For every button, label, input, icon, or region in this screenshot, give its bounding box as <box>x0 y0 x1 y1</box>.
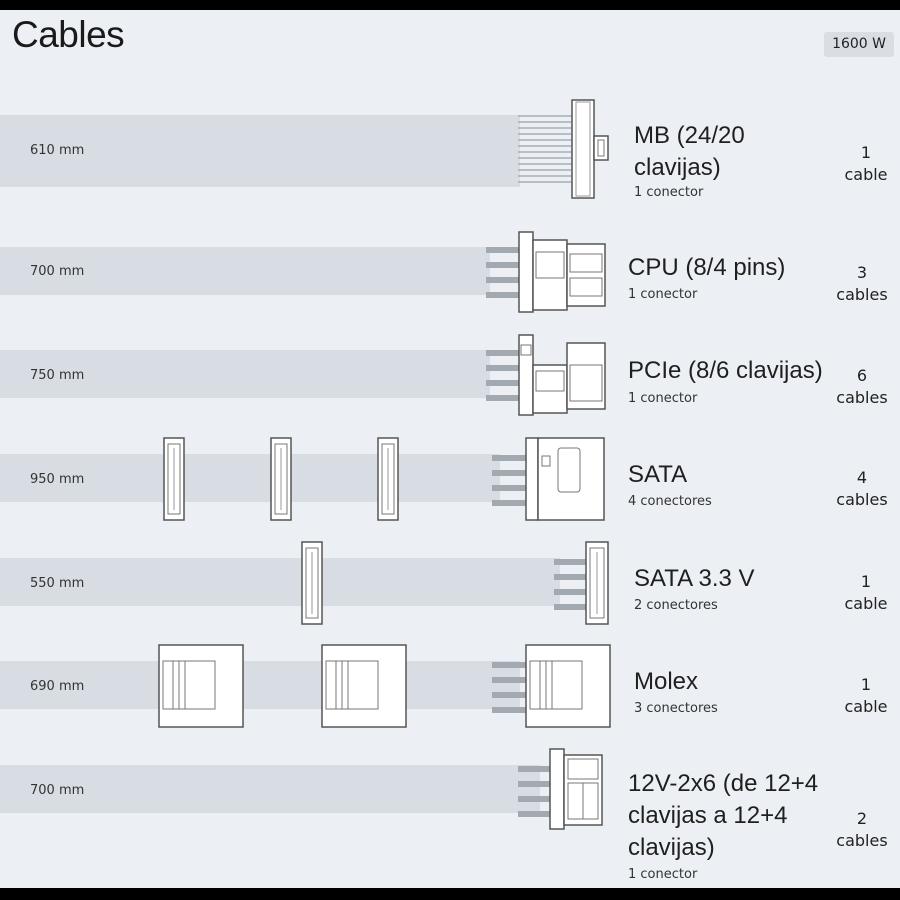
sata-inline-connector-icon <box>163 437 185 521</box>
connector-count: 2 conectores <box>634 598 718 613</box>
cable-row-mb: 610 mm MB (24/20 clavijas) 1 conector 1 … <box>0 99 900 222</box>
sata-inline-connector-icon <box>270 437 292 521</box>
cable-band <box>0 558 560 606</box>
cable-count-number: 1 <box>860 572 872 591</box>
connector-count: 1 conector <box>628 867 698 882</box>
cable-count-unit: cable <box>844 165 888 184</box>
connector-count: 3 conectores <box>634 701 718 716</box>
cable-count-number: 1 <box>860 143 872 162</box>
cable-count-number: 6 <box>856 366 868 385</box>
molex-inline-connector-icon <box>321 644 407 728</box>
cable-length: 550 mm <box>30 576 85 591</box>
pcie-connector-icon <box>486 334 606 416</box>
sata-inline-connector-icon <box>377 437 399 521</box>
cable-count: 6 cables <box>827 365 897 409</box>
cable-count-number: 4 <box>856 468 868 487</box>
connector-count: 1 conector <box>634 185 704 200</box>
page-title: Cables <box>12 14 125 55</box>
molex-inline-connector-icon <box>158 644 244 728</box>
cable-row-sata-33v: 550 mm SATA 3.3 V 2 conectores 1 cable <box>0 541 900 653</box>
cable-name: SATA <box>628 461 688 488</box>
cable-length: 700 mm <box>30 264 85 279</box>
cable-count-unit: cables <box>836 388 888 407</box>
mb-connector-icon <box>518 99 609 199</box>
cable-length: 950 mm <box>30 472 85 487</box>
cable-name: Molex <box>634 668 699 695</box>
cable-count: 2 cables <box>827 808 897 852</box>
cable-count: 1 cable <box>831 571 900 615</box>
cable-row-12v-2x6: 700 mm 12V-2x6 (de 12+4 clavijas a 12+4 … <box>0 748 900 888</box>
cable-count-unit: cables <box>836 490 888 509</box>
cable-length: 750 mm <box>30 368 85 383</box>
cable-count: 4 cables <box>827 467 897 511</box>
molex-end-connector-icon <box>492 644 611 728</box>
cable-name: SATA 3.3 V <box>634 565 755 592</box>
cable-count-number: 3 <box>856 263 868 282</box>
sata-end-connector-icon <box>554 541 609 625</box>
cable-name: MB (24/20 clavijas) <box>634 122 745 181</box>
cable-band <box>0 247 490 295</box>
cable-count-number: 2 <box>856 809 868 828</box>
cable-count: 1 cable <box>831 674 900 718</box>
cable-band <box>0 765 540 813</box>
sata-end-connector-icon <box>492 437 605 521</box>
cable-count-unit: cables <box>836 831 888 850</box>
cables-panel: Cables 1600 W 610 mm MB (24/20 clavijas)… <box>0 10 900 888</box>
cable-count: 1 cable <box>831 142 900 186</box>
cable-name: CPU (8/4 pins) <box>628 254 786 281</box>
connector-count: 1 conector <box>628 287 698 302</box>
cable-count-number: 1 <box>860 675 872 694</box>
12v-2x6-connector-icon <box>518 748 603 830</box>
cable-count: 3 cables <box>827 262 897 306</box>
connector-count: 1 conector <box>628 391 698 406</box>
cable-band <box>0 115 520 187</box>
cable-row-cpu: 700 mm CPU (8/4 pins) 1 conector 3 cable… <box>0 231 900 342</box>
cable-length: 610 mm <box>30 143 85 158</box>
sata-inline-connector-icon <box>301 541 323 625</box>
cable-count-unit: cables <box>836 285 888 304</box>
cable-count-unit: cable <box>844 697 888 716</box>
cable-length: 700 mm <box>30 783 85 798</box>
cable-row-molex: 690 mm Molex 3 conectores <box>0 644 900 756</box>
cpu-connector-icon <box>486 231 606 313</box>
cable-band <box>0 454 500 502</box>
cable-row-sata: 950 mm SATA 4 conectores <box>0 437 900 549</box>
wattage-badge: 1600 W <box>824 32 894 57</box>
cable-band <box>0 350 490 398</box>
connector-count: 4 conectores <box>628 494 712 509</box>
cable-row-pcie: 750 mm PCIe (8/6 clavijas) 1 conector 6 … <box>0 334 900 445</box>
cable-count-unit: cable <box>844 594 888 613</box>
cable-name: 12V-2x6 (de 12+4 clavijas a 12+4 clavija… <box>628 770 819 861</box>
cable-length: 690 mm <box>30 679 85 694</box>
cable-band <box>0 661 520 709</box>
cable-name: PCIe (8/6 clavijas) <box>628 357 823 384</box>
